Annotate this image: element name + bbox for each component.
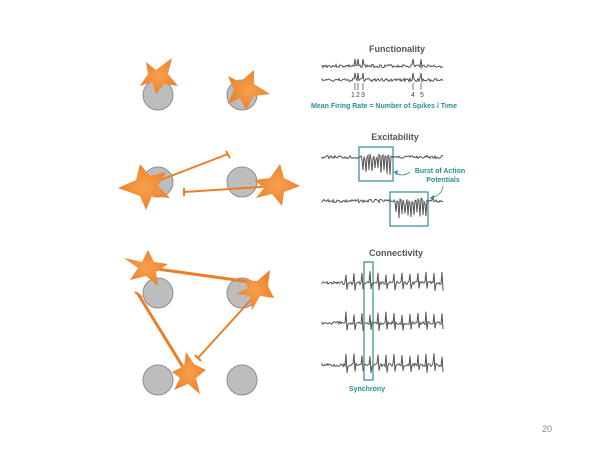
signal-trace bbox=[321, 153, 444, 175]
functionality-illustration bbox=[140, 58, 270, 111]
neuron bbox=[228, 70, 270, 110]
spike-markers bbox=[354, 83, 422, 90]
functionality-panel: Functionality 1 2 3 4 5 Mean Firing Rate… bbox=[311, 44, 457, 110]
connectivity-illustration bbox=[124, 250, 274, 396]
spike-label: 4 bbox=[411, 92, 415, 99]
axon-terminal bbox=[134, 291, 143, 298]
firing-rate-caption: Mean Firing Rate = Number of Spikes / Ti… bbox=[311, 103, 457, 110]
excitability-title: Excitability bbox=[371, 132, 419, 142]
electrode bbox=[226, 166, 258, 198]
neuron bbox=[236, 270, 274, 310]
spike-label: 1 bbox=[351, 92, 355, 99]
burst-highlight-box bbox=[358, 146, 394, 182]
arrow-head bbox=[394, 170, 398, 175]
spike-label: 5 bbox=[420, 92, 424, 99]
neuron bbox=[118, 164, 170, 210]
signal-trace bbox=[321, 72, 444, 84]
electrode bbox=[142, 364, 174, 396]
neuron bbox=[172, 352, 206, 394]
synchrony-highlight-box bbox=[363, 261, 374, 381]
axon-terminal bbox=[194, 354, 202, 362]
axon-terminal bbox=[225, 150, 231, 159]
signal-trace bbox=[321, 271, 444, 292]
electrode bbox=[142, 277, 174, 309]
signal-trace bbox=[321, 353, 444, 373]
excitability-illustration bbox=[118, 150, 300, 210]
axon bbox=[136, 293, 188, 373]
axon bbox=[197, 291, 259, 359]
spike-label: 2 bbox=[356, 92, 360, 99]
page-number: 20 bbox=[541, 424, 552, 434]
signal-trace bbox=[321, 58, 444, 70]
neuron bbox=[254, 164, 300, 206]
signal-trace bbox=[321, 311, 444, 331]
burst-annotation: Burst of Action bbox=[415, 168, 465, 175]
neuron bbox=[124, 250, 168, 286]
axon bbox=[149, 153, 229, 185]
spike-label: 3 bbox=[361, 92, 365, 99]
electrode bbox=[226, 364, 258, 396]
functionality-title: Functionality bbox=[369, 44, 425, 54]
synchrony-label: Synchrony bbox=[349, 386, 385, 393]
axon bbox=[183, 185, 277, 193]
signal-trace bbox=[321, 197, 444, 219]
burst-highlight-box bbox=[389, 191, 429, 227]
excitability-panel: Excitability Burst of Action Potentials bbox=[321, 132, 465, 227]
axon bbox=[149, 266, 259, 285]
arrow-to-second-burst bbox=[429, 185, 444, 199]
connectivity-panel: Connectivity Synchrony bbox=[321, 248, 444, 393]
neuron bbox=[140, 58, 178, 94]
connectivity-title: Connectivity bbox=[369, 248, 423, 258]
burst-annotation: Potentials bbox=[426, 177, 460, 184]
arrow-head bbox=[430, 195, 434, 200]
